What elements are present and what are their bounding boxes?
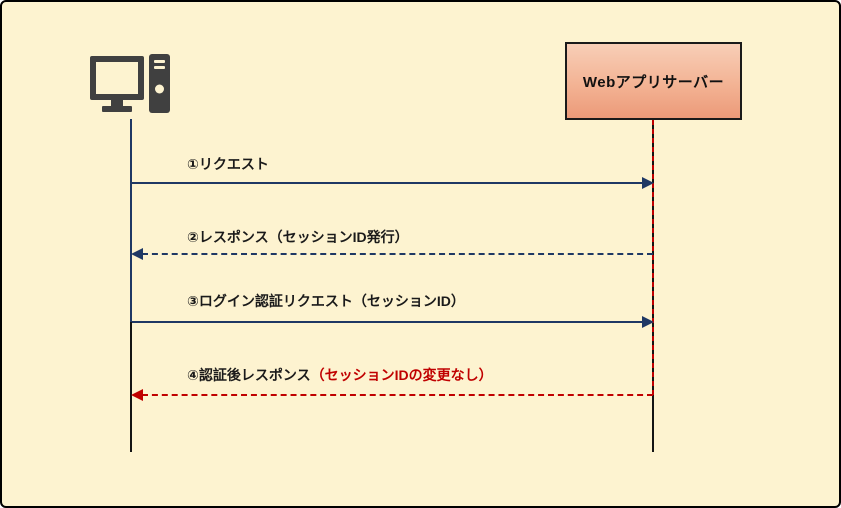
message-3-arrowhead-right-icon bbox=[642, 316, 654, 328]
message-4-label: ④認証後レスポンス（セッションIDの変更なし） bbox=[187, 365, 493, 385]
tower-slot-2 bbox=[154, 66, 165, 69]
desktop-computer-icon bbox=[90, 54, 170, 113]
server-session-dashed-overlay bbox=[652, 120, 654, 396]
message-3-arrow-line bbox=[132, 321, 643, 323]
message-2-label: ②レスポンス（セッションID発行） bbox=[187, 229, 409, 245]
message-4-arrowhead-left-icon bbox=[131, 389, 143, 401]
message-2-arrow-line bbox=[142, 253, 653, 255]
tower-case bbox=[149, 54, 170, 113]
server-label: Webアプリサーバー bbox=[582, 73, 725, 91]
message-1-label: ①リクエスト bbox=[187, 156, 269, 172]
message-4-arrow-line bbox=[142, 394, 653, 396]
message-4-label-highlight: （セッションIDの変更なし） bbox=[310, 367, 493, 383]
message-1-arrow-line bbox=[132, 182, 643, 184]
client-lifeline-lower bbox=[130, 322, 132, 452]
monitor-stand-base bbox=[102, 106, 132, 112]
server-box: Webアプリサーバー bbox=[565, 42, 742, 120]
message-1-arrowhead-right-icon bbox=[642, 177, 654, 189]
message-2-arrowhead-left-icon bbox=[131, 248, 143, 260]
monitor-stand-neck bbox=[111, 100, 123, 106]
client-lifeline-upper bbox=[130, 119, 132, 322]
tower-power-button bbox=[155, 84, 164, 94]
message-4-label-main: ④認証後レスポンス bbox=[187, 367, 311, 383]
message-3-label: ③ログイン認証リクエスト（セッションID） bbox=[187, 293, 465, 309]
monitor-screen bbox=[96, 62, 138, 94]
tower-slot-1 bbox=[154, 60, 165, 63]
